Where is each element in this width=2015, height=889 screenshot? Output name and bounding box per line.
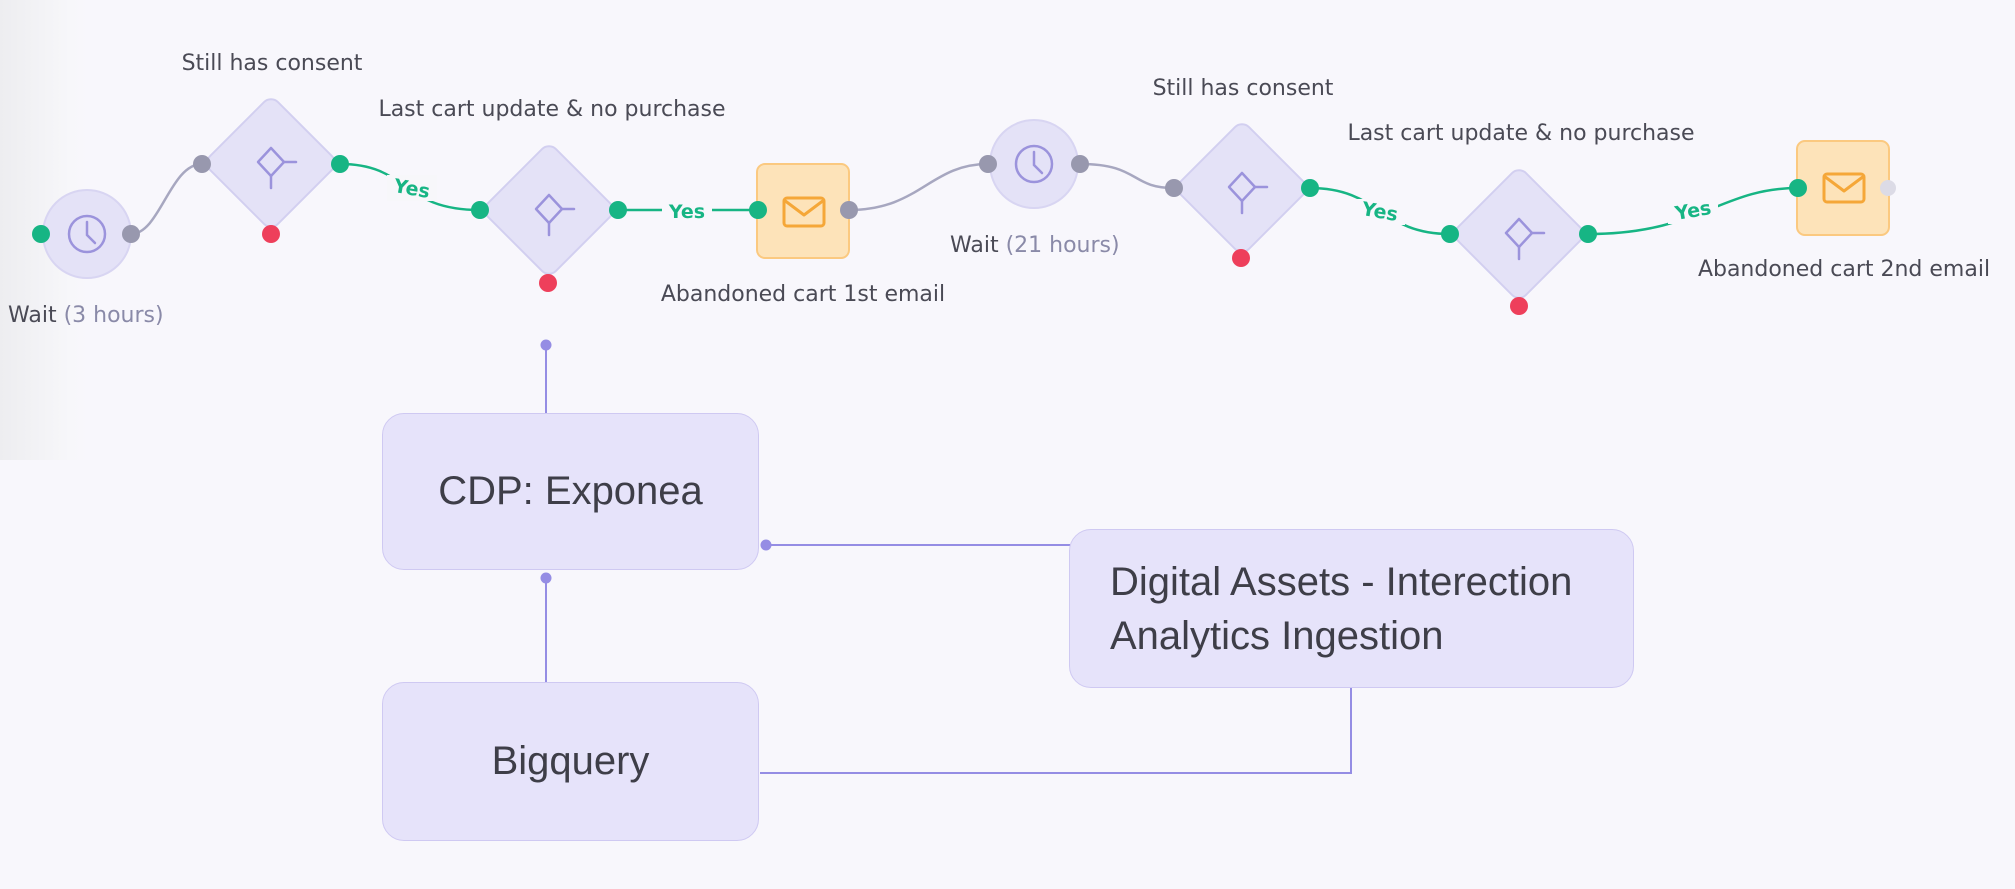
output-port[interactable] (122, 225, 140, 243)
digital-assets-box[interactable]: Digital Assets - Interection Analytics I… (1069, 529, 1634, 688)
connection-wait2-to-consent2 (1078, 162, 1176, 190)
bigquery-box[interactable]: Bigquery (382, 682, 759, 841)
step-label: Abandoned cart 2nd email (1698, 257, 1990, 282)
step-label: Still has consent (1153, 76, 1334, 101)
input-port[interactable] (1789, 179, 1807, 197)
step-label: Still has consent (182, 51, 363, 76)
connector-bigquery-to-digital-assets (760, 688, 1352, 774)
box-label: Bigquery (491, 739, 650, 783)
yes-label: Yes (668, 201, 705, 223)
flow-step-email-1[interactable]: Abandoned cart 1st email (661, 163, 945, 307)
box-label-line-1: Digital Assets - Interection (1110, 559, 1573, 604)
input-port[interactable] (32, 225, 50, 243)
connector-ports (540, 339, 772, 584)
split-icon (534, 193, 576, 237)
split-icon (256, 146, 298, 190)
input-port[interactable] (749, 201, 767, 219)
condition-node (484, 145, 614, 275)
step-label: Last cart update & no purchase (1347, 121, 1694, 146)
envelope-icon (1822, 172, 1866, 204)
flow-step-condition-consent-2[interactable]: Still has consent (1153, 76, 1334, 267)
connection-wait1-to-consent1 (129, 162, 204, 236)
yes-output-port[interactable] (1579, 225, 1597, 243)
flow-step-condition-cart-1[interactable]: Last cart update & no purchase (378, 97, 726, 292)
condition-node (1454, 169, 1584, 299)
step-label: Wait (3 hours) (8, 303, 164, 328)
no-output-port[interactable] (539, 274, 557, 292)
flow-step-email-2[interactable]: Abandoned cart 2nd email (1698, 140, 1990, 282)
box-label-line-2: Analytics Ingestion (1110, 613, 1444, 658)
box-label: CDP: Exponea (438, 469, 703, 513)
envelope-icon (782, 196, 826, 228)
no-output-port[interactable] (1232, 249, 1250, 267)
step-label: Last cart update & no purchase (378, 97, 725, 122)
yes-output-port[interactable] (331, 155, 349, 173)
input-port[interactable] (1165, 179, 1183, 197)
clock-icon (67, 214, 107, 254)
cdp-exponea-box[interactable]: CDP: Exponea (382, 413, 759, 570)
split-icon (1504, 217, 1546, 261)
condition-node (206, 98, 336, 228)
step-label: Wait (21 hours) (950, 233, 1120, 258)
input-port[interactable] (471, 201, 489, 219)
flow-step-condition-cart-2[interactable]: Last cart update & no purchase (1347, 121, 1695, 315)
split-icon (1227, 171, 1269, 215)
output-port[interactable] (1071, 155, 1089, 173)
no-output-port[interactable] (1510, 297, 1528, 315)
output-port[interactable] (840, 201, 858, 219)
flow-step-wait-2[interactable]: Wait (21 hours) (950, 119, 1120, 258)
no-output-port[interactable] (262, 225, 280, 243)
clock-icon (1014, 144, 1054, 184)
input-port[interactable] (193, 155, 211, 173)
output-port[interactable] (1880, 180, 1896, 196)
architecture-connectors (545, 345, 1352, 774)
input-port[interactable] (979, 155, 997, 173)
email-node (756, 163, 850, 259)
condition-node (1177, 123, 1307, 253)
connection-email1-to-wait2 (847, 162, 990, 212)
yes-output-port[interactable] (1301, 179, 1319, 197)
step-label: Abandoned cart 1st email (661, 282, 945, 307)
flow-step-condition-consent-1[interactable]: Still has consent (182, 51, 363, 243)
flow-step-wait-1[interactable]: Wait (3 hours) (8, 189, 164, 328)
email-node (1796, 140, 1890, 236)
yes-output-port[interactable] (609, 201, 627, 219)
flow-canvas-background (0, 0, 2015, 460)
input-port[interactable] (1441, 225, 1459, 243)
yes-labels: Yes Yes Yes Yes (387, 175, 1718, 226)
